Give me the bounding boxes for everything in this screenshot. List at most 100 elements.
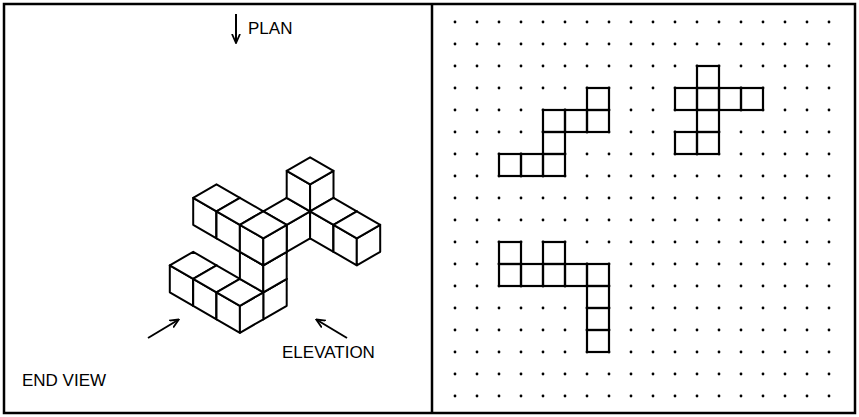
grid-dot bbox=[762, 285, 765, 288]
grid-dot bbox=[718, 307, 721, 310]
grid-dot bbox=[674, 329, 677, 332]
grid-dot bbox=[718, 241, 721, 244]
grid-dot bbox=[542, 43, 545, 46]
grid-dot bbox=[586, 43, 589, 46]
grid-dot bbox=[806, 87, 809, 90]
grid-dot bbox=[608, 197, 611, 200]
grid-dot bbox=[784, 351, 787, 354]
grid-dot bbox=[762, 153, 765, 156]
grid-dot bbox=[630, 175, 633, 178]
grid-dot bbox=[498, 109, 501, 112]
grid-dot bbox=[696, 395, 699, 398]
cube-face bbox=[240, 211, 287, 238]
view-cell bbox=[543, 132, 565, 154]
grid-dot bbox=[564, 219, 567, 222]
panel-divider bbox=[431, 4, 434, 413]
grid-dot bbox=[542, 395, 545, 398]
grid-dot bbox=[498, 351, 501, 354]
grid-dot bbox=[718, 351, 721, 354]
grid-dot bbox=[784, 307, 787, 310]
grid-dot bbox=[630, 43, 633, 46]
view-cell bbox=[587, 264, 609, 286]
grid-dot bbox=[718, 21, 721, 24]
grid-dot bbox=[498, 329, 501, 332]
grid-dot bbox=[762, 219, 765, 222]
grid-dot bbox=[784, 395, 787, 398]
grid-dot bbox=[630, 153, 633, 156]
grid-dot bbox=[784, 131, 787, 134]
view-cell bbox=[587, 88, 609, 110]
grid-dot bbox=[520, 21, 523, 24]
grid-dot bbox=[630, 395, 633, 398]
grid-dot bbox=[586, 197, 589, 200]
grid-dot bbox=[542, 87, 545, 90]
grid-dot bbox=[784, 285, 787, 288]
grid-dot bbox=[674, 351, 677, 354]
grid-dot bbox=[652, 197, 655, 200]
grid-dot bbox=[674, 219, 677, 222]
grid-dot bbox=[454, 395, 457, 398]
grid-dot bbox=[608, 241, 611, 244]
grid-dot bbox=[806, 153, 809, 156]
grid-dot bbox=[498, 197, 501, 200]
grid-dot bbox=[718, 285, 721, 288]
view-cell bbox=[543, 110, 565, 132]
grid-dot bbox=[520, 329, 523, 332]
grid-dot bbox=[498, 131, 501, 134]
grid-dot bbox=[784, 87, 787, 90]
grid-dot bbox=[806, 131, 809, 134]
view-label: END VIEW bbox=[22, 372, 106, 389]
grid-dot bbox=[630, 131, 633, 134]
grid-dot bbox=[586, 153, 589, 156]
grid-dot bbox=[652, 175, 655, 178]
grid-dot bbox=[762, 175, 765, 178]
grid-dot bbox=[520, 395, 523, 398]
grid-dot bbox=[828, 197, 831, 200]
view-cell bbox=[543, 154, 565, 176]
grid-dot bbox=[784, 175, 787, 178]
grid-dot bbox=[630, 285, 633, 288]
grid-dot bbox=[476, 219, 479, 222]
grid-dot bbox=[454, 241, 457, 244]
grid-dot bbox=[652, 131, 655, 134]
grid-dot bbox=[784, 65, 787, 68]
grid-dot bbox=[740, 395, 743, 398]
grid-dot bbox=[520, 131, 523, 134]
grid-dot bbox=[784, 219, 787, 222]
grid-dot bbox=[476, 175, 479, 178]
grid-dot bbox=[806, 329, 809, 332]
grid-dot bbox=[718, 197, 721, 200]
grid-dot bbox=[542, 373, 545, 376]
grid-dot bbox=[674, 43, 677, 46]
grid-dot bbox=[454, 175, 457, 178]
grid-dot bbox=[652, 285, 655, 288]
view-cell bbox=[697, 110, 719, 132]
grid-dot bbox=[806, 43, 809, 46]
grid-dot bbox=[454, 43, 457, 46]
grid-dot bbox=[476, 131, 479, 134]
grid-dot bbox=[674, 307, 677, 310]
grid-dot bbox=[542, 197, 545, 200]
view-cell bbox=[697, 132, 719, 154]
grid-dot bbox=[520, 109, 523, 112]
grid-dot bbox=[476, 87, 479, 90]
grid-dot bbox=[828, 373, 831, 376]
grid-dot bbox=[630, 241, 633, 244]
grid-dot bbox=[740, 65, 743, 68]
grid-dot bbox=[762, 43, 765, 46]
grid-dot bbox=[762, 131, 765, 134]
grid-dot bbox=[652, 329, 655, 332]
view-cell bbox=[587, 330, 609, 352]
grid-dot bbox=[828, 43, 831, 46]
grid-dot bbox=[828, 351, 831, 354]
grid-dot bbox=[784, 241, 787, 244]
grid-dot bbox=[784, 373, 787, 376]
grid-dot bbox=[564, 197, 567, 200]
grid-dot bbox=[696, 329, 699, 332]
grid-dot bbox=[740, 153, 743, 156]
view-cell bbox=[521, 154, 543, 176]
grid-dot bbox=[718, 263, 721, 266]
isometric-cubes bbox=[170, 157, 380, 332]
grid-dot bbox=[476, 373, 479, 376]
